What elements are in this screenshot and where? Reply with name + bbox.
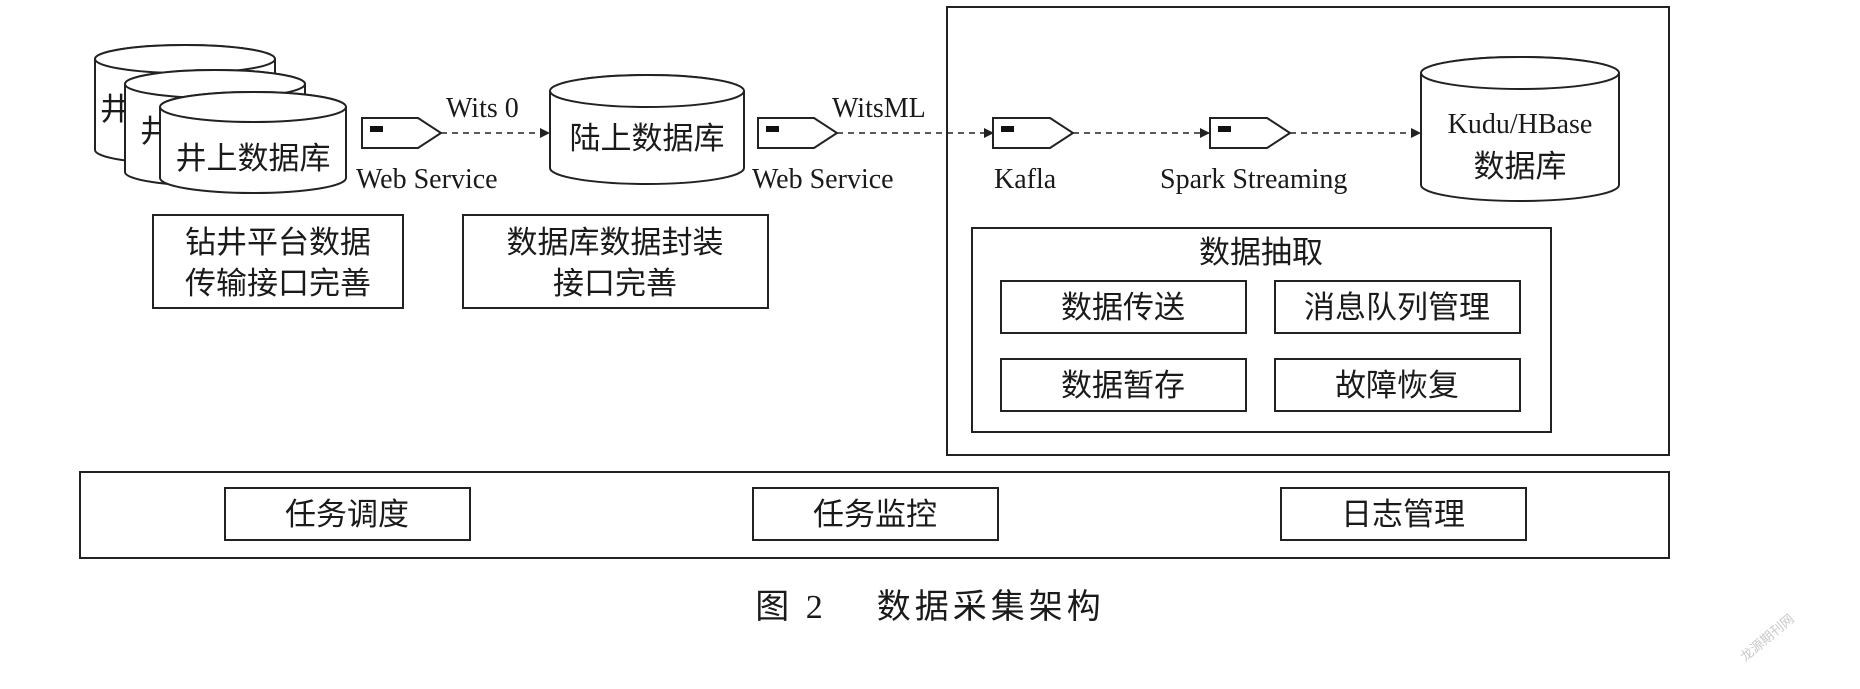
extraction-item-data-transfer: 数据传送 xyxy=(1061,290,1185,325)
interface-marker-icon xyxy=(1218,126,1231,132)
interface-marker-icon xyxy=(1001,126,1014,132)
encapsulation-note-line1: 数据库数据封装 xyxy=(507,225,724,260)
extraction-item-fault-recovery: 故障恢复 xyxy=(1335,368,1459,403)
spark-interface: Spark Streaming xyxy=(1160,117,1347,195)
processing-frame xyxy=(946,6,1670,456)
interface-marker-icon xyxy=(766,126,779,132)
bottom-item-task-monitoring: 任务监控 xyxy=(813,497,937,532)
wellsite-db-front: 井上数据库 xyxy=(159,91,347,194)
watermark: 龙源期刊网 xyxy=(1738,612,1797,665)
drilling-note-line1: 钻井平台数据 xyxy=(185,225,371,260)
management-bar: 任务调度 任务监控 日志管理 xyxy=(79,471,1670,559)
spark-label: Spark Streaming xyxy=(1160,164,1347,195)
extraction-item-box xyxy=(1000,280,1247,334)
bottom-item-box xyxy=(1280,487,1527,541)
extraction-item-data-staging: 数据暂存 xyxy=(1061,368,1185,403)
wits-label: Wits 0 xyxy=(446,93,519,124)
web-service-1-label: Web Service xyxy=(356,164,498,195)
extraction-item-box xyxy=(1000,358,1247,412)
wellsite-db-stack: 井 井 井上数据库 xyxy=(94,44,347,194)
onshore-db-label: 陆上数据库 xyxy=(570,121,725,156)
interface-marker-icon xyxy=(370,126,383,132)
bottom-item-box xyxy=(752,487,999,541)
extraction-title: 数据抽取 xyxy=(1199,235,1323,270)
bottom-item-task-scheduling: 任务调度 xyxy=(285,497,409,532)
kafla-interface: Kafla xyxy=(992,117,1075,195)
onshore-db: 陆上数据库 xyxy=(549,74,745,185)
bottom-item-box xyxy=(224,487,471,541)
kafla-label: Kafla xyxy=(994,164,1057,195)
extraction-item-box xyxy=(1274,358,1521,412)
extraction-item-box xyxy=(1274,280,1521,334)
encapsulation-note-line2: 接口完善 xyxy=(553,266,677,301)
target-db-label-line1: Kudu/HBase xyxy=(1448,109,1593,140)
target-db: Kudu/HBase 数据库 xyxy=(1420,56,1620,202)
drilling-interface-note: 钻井平台数据 传输接口完善 xyxy=(152,214,404,309)
web-service-2-label: Web Service xyxy=(752,164,894,195)
extraction-item-mq-management: 消息队列管理 xyxy=(1304,290,1490,325)
encapsulation-interface-note: 数据库数据封装 接口完善 xyxy=(462,214,769,309)
figure-caption: 图 2 数据采集架构 xyxy=(755,588,1105,626)
web-service-interface-1: Web Service xyxy=(356,117,498,195)
drilling-note-line2: 传输接口完善 xyxy=(185,266,371,301)
bottom-item-log-management: 日志管理 xyxy=(1341,497,1465,532)
web-service-interface-2: Web Service xyxy=(752,117,894,195)
target-db-label-line2: 数据库 xyxy=(1474,149,1567,184)
data-extraction-group: 数据抽取 数据传送 消息队列管理 数据暂存 故障恢复 xyxy=(971,227,1552,433)
witsml-label: WitsML xyxy=(832,93,926,124)
wellsite-db-label: 井上数据库 xyxy=(176,141,331,176)
